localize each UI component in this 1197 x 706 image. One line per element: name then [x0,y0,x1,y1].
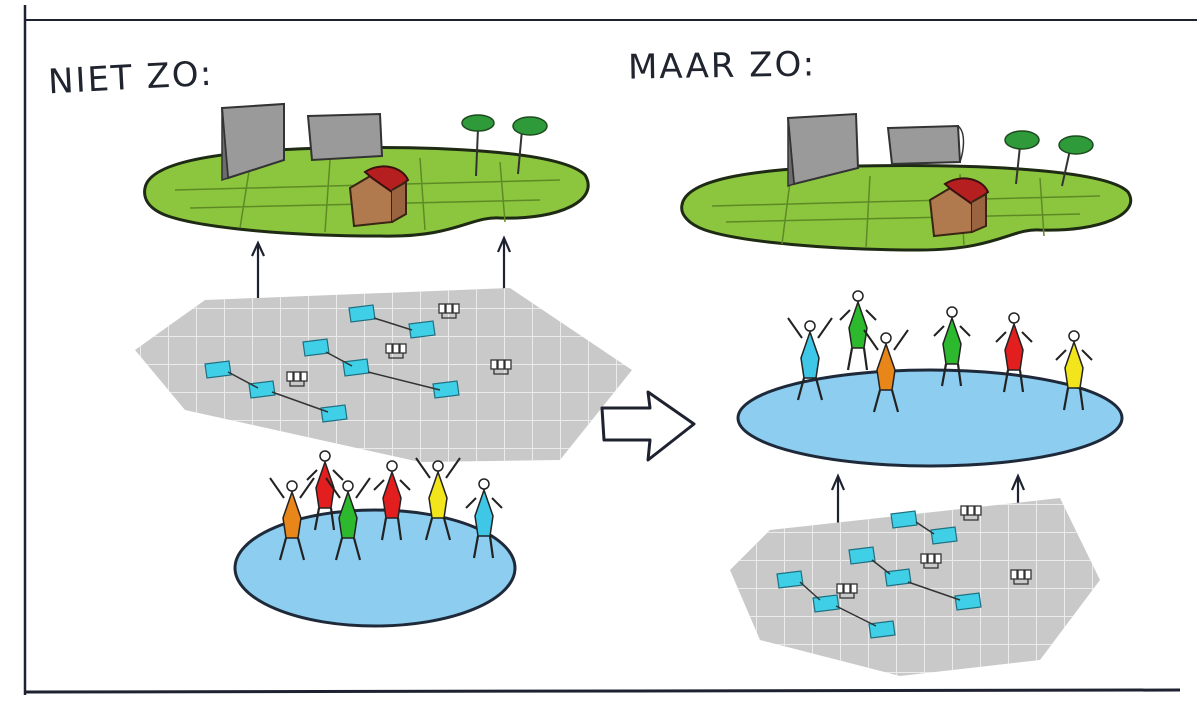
system-box-icon [890,510,918,529]
heading-but-like-this: MAAR ZO: [627,44,817,88]
tree-icon [1004,130,1040,185]
system-box-icon [204,360,232,379]
building-icon [886,124,965,166]
system-box-icon [342,358,370,377]
system-box-icon [408,320,436,339]
big-right-arrow-icon [600,390,696,462]
system-box-icon [320,404,348,423]
house-icon [348,165,410,228]
building-icon [306,112,384,162]
tree-icon [461,114,495,177]
system-box-icon [954,592,982,611]
system-box-icon [302,338,330,357]
system-box-icon [248,380,276,399]
people-group-left [233,449,517,628]
system-box-icon [848,546,876,565]
tree-icon [1058,135,1094,187]
people-group-right [736,289,1124,468]
system-platform-right [730,498,1100,676]
system-box-icon [776,570,804,589]
system-box-icon [884,568,912,587]
house-icon [928,177,990,238]
building-icon [786,112,860,188]
building-icon [220,102,285,182]
system-box-icon [348,304,376,323]
frame-bottom-line [24,688,1181,694]
system-box-icon [868,620,896,639]
system-box-icon [930,526,958,545]
person-icon [838,289,878,372]
system-platform-left [135,288,632,462]
tree-icon [512,116,548,175]
